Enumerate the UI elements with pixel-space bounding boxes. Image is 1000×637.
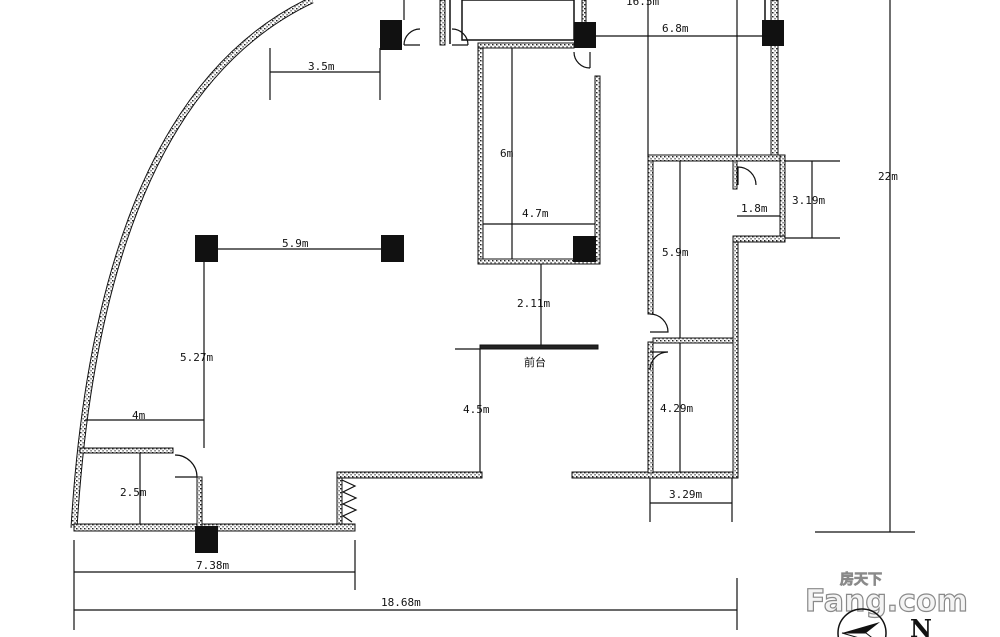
reception-counter	[479, 344, 599, 350]
watermark-brand: Fang.com	[805, 584, 968, 619]
dim-label-7-38: 7.38m	[196, 559, 229, 572]
wall-center-room-bottom	[477, 258, 601, 265]
dimension-labels: 16.5m 6.8m 3.5m 6m 4.7m 22m 1.8m 3.19m 5…	[120, 0, 898, 609]
dim-label-6: 6m	[500, 147, 514, 160]
wall-small-room-bottom	[732, 235, 786, 243]
wall-right-room-right	[732, 239, 739, 479]
column	[574, 22, 596, 48]
column	[573, 236, 596, 262]
columns	[195, 20, 784, 553]
wall-left-room-top	[79, 447, 174, 454]
shaft-details	[449, 0, 766, 44]
wall-right-room-left	[647, 156, 654, 315]
wall-bottom-right	[571, 471, 737, 479]
column	[381, 235, 404, 262]
door-swing	[451, 28, 469, 46]
watermark-logo: 房天下 Fang.com	[804, 571, 968, 620]
dim-label-2-5: 2.5m	[120, 486, 147, 499]
wall-step-vertical	[336, 471, 343, 525]
column	[195, 526, 218, 553]
door-swing	[649, 351, 669, 371]
folding-door	[341, 479, 358, 523]
watermark-cn: 房天下	[840, 571, 882, 588]
column	[195, 235, 218, 262]
dim-label-3-5: 3.5m	[308, 60, 335, 73]
dim-label-4-29: 4.29m	[660, 402, 693, 415]
dim-label-22: 22m	[878, 170, 898, 183]
dim-label-5-27: 5.27m	[180, 351, 213, 364]
compass-icon	[837, 608, 887, 637]
wall-bottom-middle	[336, 471, 483, 479]
column	[762, 20, 784, 46]
wall-right-room-top	[647, 154, 785, 162]
wall-small-room-left	[732, 160, 738, 190]
doors	[174, 28, 757, 523]
dimension-lines	[73, 0, 915, 630]
dim-label-18-68: 18.68m	[381, 596, 421, 609]
dim-label-16-5: 16.5m	[626, 0, 659, 8]
dim-label-3-19: 3.19m	[792, 194, 825, 207]
wall-left-room-right	[196, 476, 203, 528]
wall-center-room-left	[477, 42, 484, 264]
north-label: N	[910, 614, 932, 637]
dim-label-4-7: 4.7m	[522, 207, 549, 220]
wall-room-divider	[652, 337, 734, 344]
dim-label-5-9-right: 5.9m	[662, 246, 689, 259]
dim-label-2-11: 2.11m	[517, 297, 550, 310]
wall-center-room-right	[594, 75, 601, 264]
dim-label-5-9-left: 5.9m	[282, 237, 309, 250]
dim-label-4-5: 4.5m	[463, 403, 490, 416]
wall-shaft-left	[439, 0, 446, 46]
door-swing	[174, 454, 198, 478]
door-swing	[737, 166, 757, 186]
wall-center-room-top	[477, 42, 575, 49]
dim-label-6-8: 6.8m	[662, 22, 689, 35]
door-swing	[649, 313, 669, 333]
walls	[73, 0, 786, 532]
dim-label-4: 4m	[132, 409, 146, 422]
wall-top-right	[770, 0, 779, 156]
reception-label: 前台	[524, 355, 546, 369]
door-swing	[573, 51, 591, 69]
wall-shaft-right	[581, 0, 587, 25]
door-swing	[403, 28, 421, 46]
curved-wall	[70, 0, 314, 529]
dim-label-1-8: 1.8m	[741, 202, 768, 215]
column	[380, 20, 402, 50]
dim-label-3-29: 3.29m	[669, 488, 702, 501]
wall-right-room-left-lower	[647, 341, 654, 474]
wall-small-room-right	[779, 154, 786, 243]
